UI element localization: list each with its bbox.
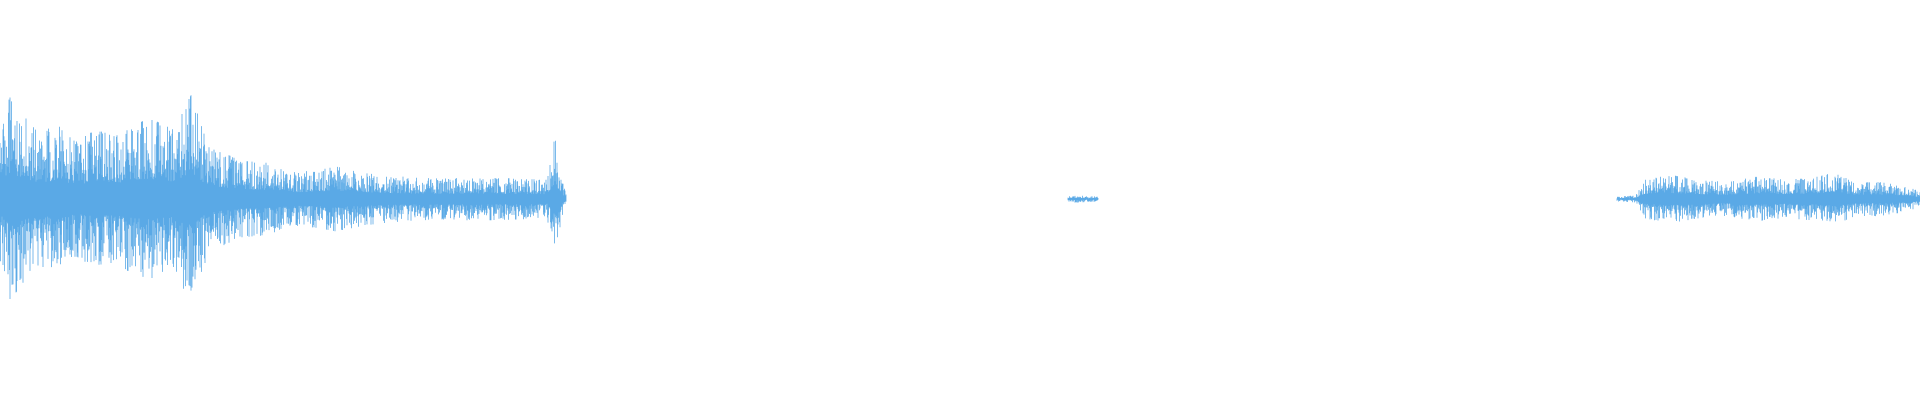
waveform-clip-3 bbox=[1616, 174, 1920, 222]
waveform-clip-2 bbox=[1067, 195, 1099, 203]
waveform-clip-1 bbox=[0, 95, 567, 299]
waveform-channel bbox=[0, 95, 1920, 299]
